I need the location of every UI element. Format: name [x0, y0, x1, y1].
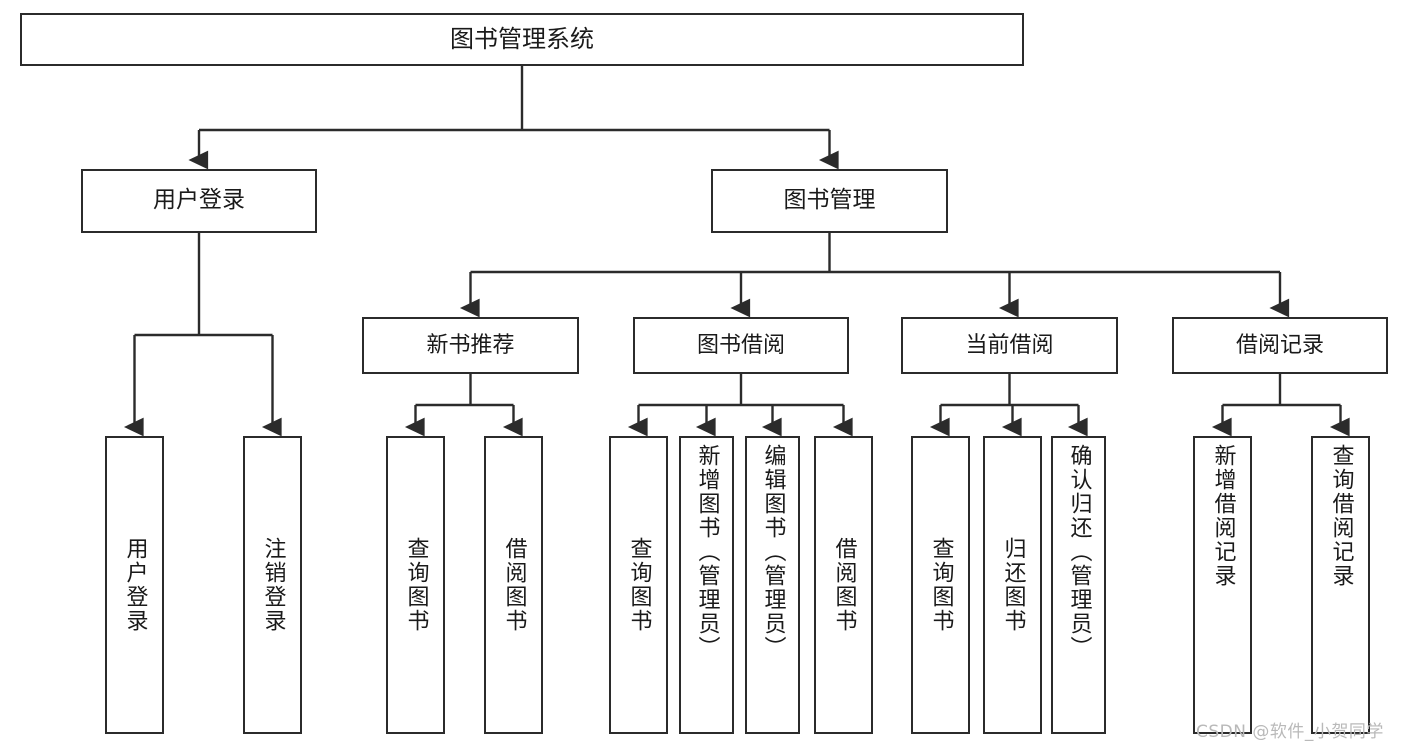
node-root[interactable]: 图书管理系统: [20, 13, 1024, 66]
node-label: 借阅图书: [501, 537, 527, 633]
node-book-manage[interactable]: 图书管理: [711, 169, 948, 233]
node-leaf-edit-book[interactable]: 编辑图书（管理员）: [745, 436, 800, 734]
node-leaf-add-record[interactable]: 新增借阅记录: [1193, 436, 1252, 734]
node-label: 图书管理: [783, 187, 876, 214]
node-leaf-confirm-return[interactable]: 确认归还（管理员）: [1051, 436, 1106, 734]
node-leaf-borrow-book-1[interactable]: 借阅图书: [484, 436, 543, 734]
node-label: 新书推荐: [426, 332, 515, 358]
node-label: 借阅图书: [831, 537, 857, 633]
node-label: 确认归还（管理员）: [1066, 444, 1092, 660]
node-leaf-query-book-2[interactable]: 查询图书: [609, 436, 668, 734]
node-leaf-return-book[interactable]: 归还图书: [983, 436, 1042, 734]
node-label: 图书管理系统: [450, 25, 594, 54]
node-label: 用户登录: [122, 537, 148, 633]
node-label: 用户登录: [153, 187, 245, 214]
csdn-watermark: CSDN @软件_小贺同学: [1196, 722, 1384, 742]
node-borrow-record[interactable]: 借阅记录: [1172, 317, 1388, 374]
node-leaf-query-book-3[interactable]: 查询图书: [911, 436, 970, 734]
node-label: 查询借阅记录: [1328, 444, 1354, 588]
node-label: 新增借阅记录: [1210, 444, 1236, 588]
node-label: 归还图书: [1000, 537, 1026, 633]
node-label: 查询图书: [928, 537, 954, 633]
node-leaf-user-logout[interactable]: 注销登录: [243, 436, 302, 734]
node-label: 借阅记录: [1235, 332, 1324, 358]
node-label: 注销登录: [260, 537, 286, 633]
node-leaf-user-login[interactable]: 用户登录: [105, 436, 164, 734]
node-label: 新增图书（管理员）: [694, 444, 720, 660]
node-label: 当前借阅: [965, 332, 1054, 358]
node-current-borrow[interactable]: 当前借阅: [901, 317, 1118, 374]
node-leaf-borrow-book-2[interactable]: 借阅图书: [814, 436, 873, 734]
node-label: 编辑图书（管理员）: [760, 444, 786, 660]
node-leaf-query-record[interactable]: 查询借阅记录: [1311, 436, 1370, 734]
node-leaf-add-book[interactable]: 新增图书（管理员）: [679, 436, 734, 734]
node-user-login[interactable]: 用户登录: [81, 169, 317, 233]
node-label: 查询图书: [626, 537, 652, 633]
node-leaf-query-book-1[interactable]: 查询图书: [386, 436, 445, 734]
node-new-book-rec[interactable]: 新书推荐: [362, 317, 579, 374]
node-book-borrow[interactable]: 图书借阅: [633, 317, 849, 374]
node-label: 查询图书: [403, 537, 429, 633]
node-label: 图书借阅: [696, 332, 785, 358]
